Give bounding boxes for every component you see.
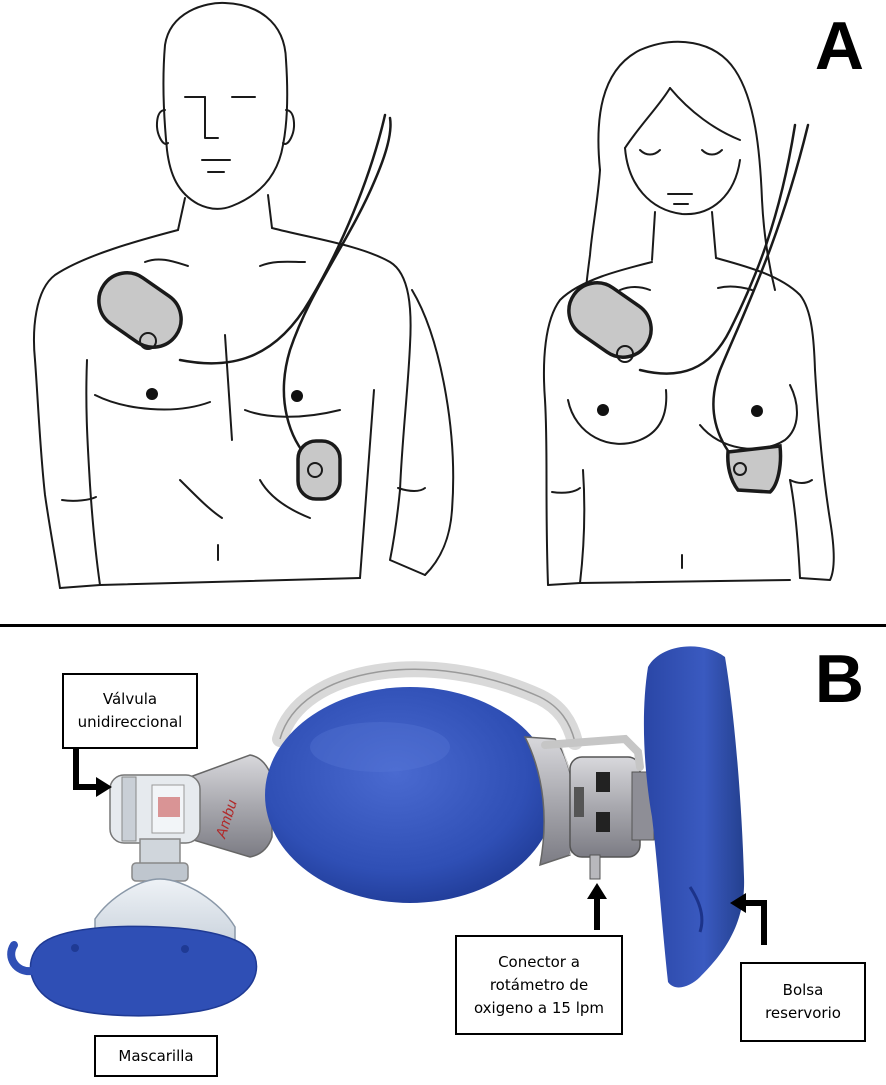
- valve-label-line-2: unidireccional: [78, 711, 183, 734]
- reservoir-label-line-1: Bolsa: [783, 979, 824, 1002]
- reservoir-pointer-arrow: [744, 903, 764, 945]
- connector-label-line-3: oxigeno a 15 lpm: [474, 997, 604, 1020]
- reservoir-bag: [644, 646, 744, 987]
- valve-label-line-1: Válvula: [103, 688, 157, 711]
- connector-label: Conector a rotámetro de oxigeno a 15 lpm: [455, 935, 623, 1035]
- panel-letter-a: A: [815, 12, 864, 80]
- panel-a: A: [0, 0, 886, 622]
- mask-label-text: Mascarilla: [118, 1045, 193, 1068]
- valve-label: Válvula unidireccional: [62, 673, 198, 749]
- male-left-pad: [298, 441, 340, 499]
- oxygen-nipple-connector: [590, 855, 600, 879]
- connector-arrowhead: [587, 883, 607, 899]
- nipple-markers: [146, 388, 763, 417]
- connector-label-line-2: rotámetro de: [490, 974, 588, 997]
- face-mask-cushion: [30, 926, 256, 1015]
- female-right-pad: [558, 272, 662, 368]
- valve-pointer-arrow: [76, 745, 96, 787]
- panel-letter-b: B: [815, 645, 864, 713]
- female-left-pad: [728, 446, 781, 492]
- male-figure: [34, 3, 453, 588]
- defibrillator-pad-illustration: [0, 0, 886, 622]
- reservoir-label-line-2: reservorio: [765, 1002, 841, 1025]
- self-inflating-bag: [265, 687, 555, 903]
- one-way-valve: [110, 775, 200, 843]
- electrode-pads: [88, 262, 781, 499]
- connector-label-line-1: Conector a: [498, 951, 580, 974]
- panel-b: Ambu: [0, 627, 886, 1085]
- reservoir-label: Bolsa reservorio: [740, 962, 866, 1042]
- oxygen-intake-valve: [570, 757, 654, 857]
- electrode-cables: [180, 115, 808, 460]
- mask-label: Mascarilla: [94, 1035, 218, 1077]
